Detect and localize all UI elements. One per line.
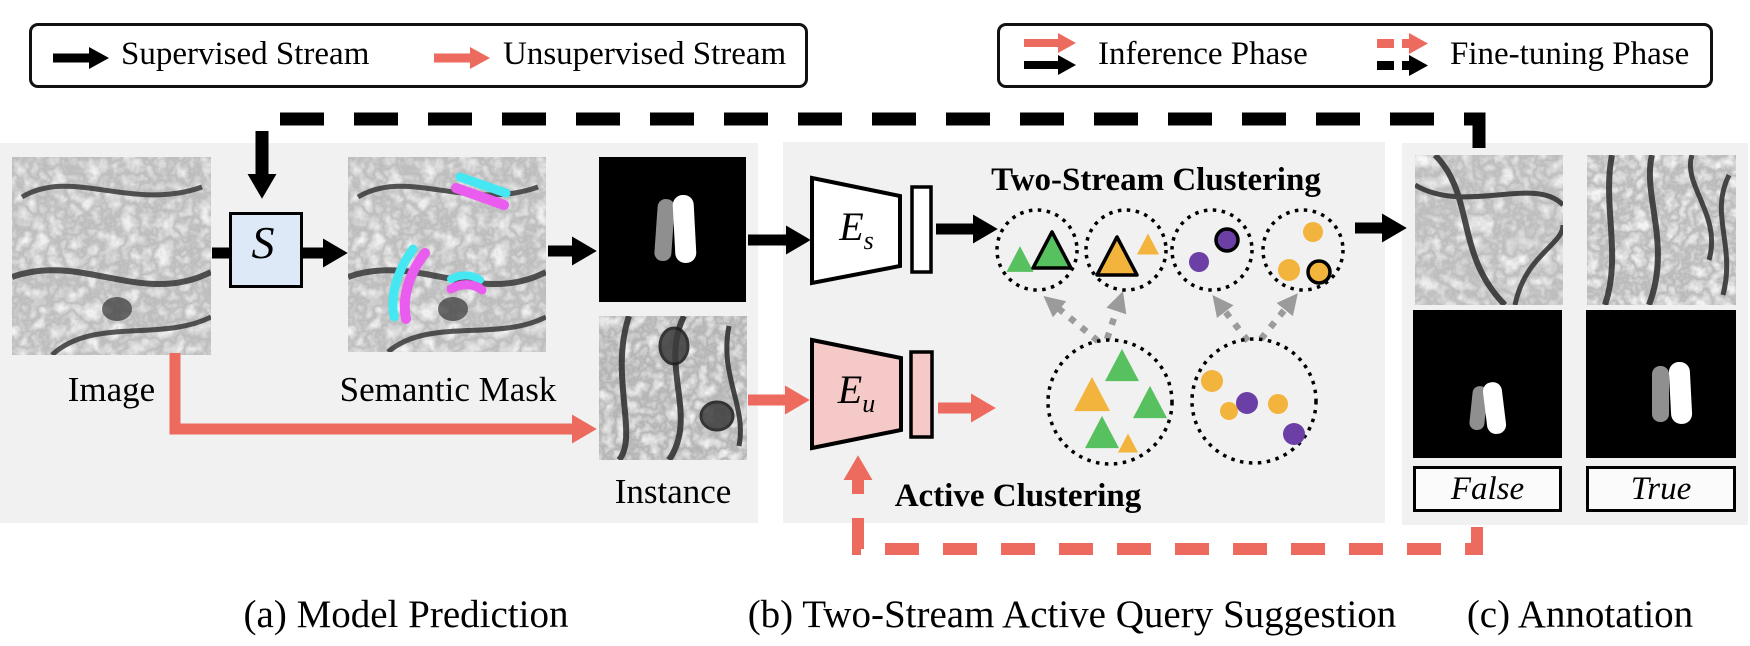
synapse-overlays — [388, 172, 511, 324]
segmentation-model-label: S — [251, 217, 275, 268]
query-mask-image-true — [1586, 310, 1736, 458]
semantic-mask-image — [348, 157, 546, 352]
inference-phase-arrows-icon — [1024, 33, 1076, 75]
inference-phase-label: Inference Phase — [1098, 36, 1308, 72]
finetuning-phase-label: Fine-tuning Phase — [1450, 36, 1690, 72]
image-label: Image — [67, 370, 156, 409]
finetuning-phase-arrows-icon — [1377, 33, 1428, 76]
caption-panel-b: (b) Two-Stream Active Query Suggestion — [747, 593, 1397, 636]
unsupervised-stream-arrow-icon — [434, 47, 490, 69]
legend-phases: Inference Phase Fine-tuning Phase — [997, 23, 1713, 88]
query-em-image-true — [1587, 155, 1736, 305]
supervised-stream-arrow-icon — [53, 47, 109, 69]
query-mask-image-false — [1413, 310, 1562, 458]
instance-image — [599, 316, 747, 460]
encoder-u-label: Eu — [837, 367, 876, 418]
encoder-s-label: Es — [839, 204, 874, 255]
annotation-false-box: False — [1413, 466, 1562, 512]
em-image — [12, 157, 211, 355]
two-stream-clustering-title: Two-Stream Clustering — [991, 162, 1321, 198]
binary-mask-image — [599, 157, 746, 302]
supervised-stream-label: Supervised Stream — [121, 36, 370, 72]
query-em-image-false — [1415, 155, 1563, 305]
legend-streams: Supervised Stream Unsupervised Stream — [29, 23, 808, 88]
caption-panel-a: (a) Model Prediction — [243, 593, 569, 636]
annotation-true-box: True — [1586, 466, 1736, 512]
instance-label: Instance — [614, 472, 732, 511]
caption-panel-c: (c) Annotation — [1466, 593, 1694, 636]
unsupervised-stream-label: Unsupervised Stream — [503, 36, 787, 72]
panel-b-background — [783, 142, 1385, 523]
semantic-mask-label: Semantic Mask — [339, 370, 557, 409]
active-clustering-title: Active Clustering — [894, 478, 1142, 514]
